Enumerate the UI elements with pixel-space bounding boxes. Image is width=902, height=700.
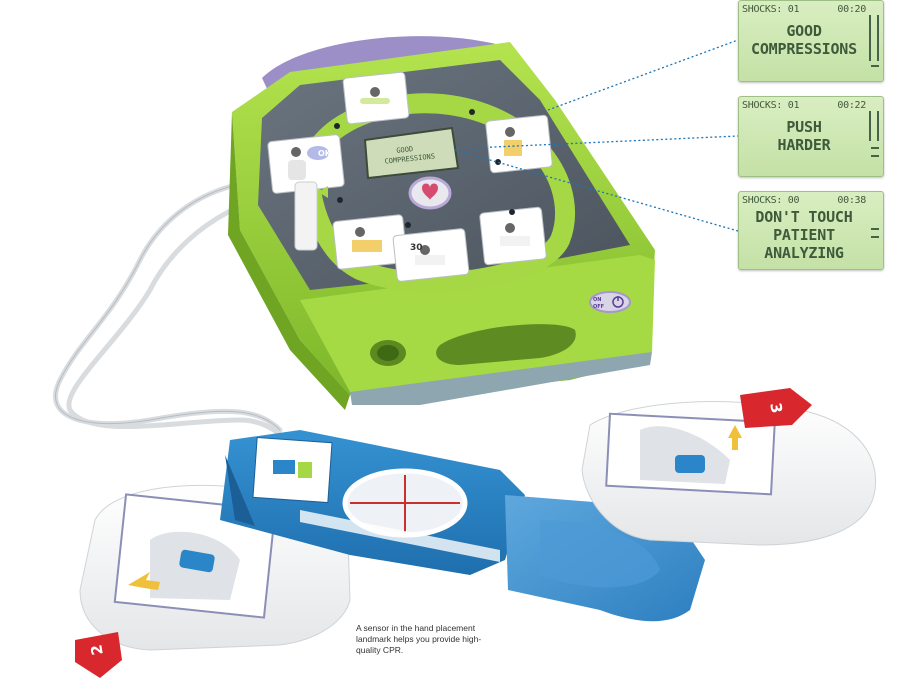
pad-label-2: 2 <box>87 643 107 656</box>
compression-depth-bar <box>869 111 879 141</box>
depth-marker <box>871 147 879 149</box>
message-line: DON'T TOUCH <box>755 208 853 226</box>
shock-count: SHOCKS: 01 <box>742 4 800 15</box>
elapsed-time: 00:38 <box>837 195 866 206</box>
lcd-screen-good-compressions: SHOCKS: 01 00:20 GOOD COMPRESSIONS <box>738 0 884 82</box>
depth-marker <box>871 228 879 230</box>
message-line: PATIENT <box>773 226 835 244</box>
off-label: OFF <box>593 304 604 310</box>
step-number-30: 30 <box>410 243 423 253</box>
elapsed-time: 00:20 <box>837 4 866 15</box>
device-lcd-line-1: GOOD <box>396 145 414 155</box>
lcd-screen-push-harder: SHOCKS: 01 00:22 PUSH HARDER <box>738 96 884 177</box>
electrode-pads: 2 3 <box>75 388 877 678</box>
on-label: ON <box>593 297 601 303</box>
caption-text: A sensor in the hand placement landmark … <box>356 623 482 655</box>
message-line: GOOD <box>786 22 822 40</box>
depth-marker <box>871 155 879 157</box>
pad-label-3: 3 <box>766 401 786 414</box>
compression-depth-bar <box>869 15 879 61</box>
callout-lines <box>454 39 739 232</box>
depth-marker <box>871 65 879 67</box>
message-line: COMPRESSIONS <box>751 40 857 58</box>
message-line: HARDER <box>777 136 831 154</box>
shock-count: SHOCKS: 00 <box>742 195 800 206</box>
aed-device: GOOD COMPRESSIONS 30 OK? <box>228 42 655 410</box>
depth-marker <box>871 236 879 238</box>
elapsed-time: 00:22 <box>837 100 866 111</box>
message-line: ANALYZING <box>764 244 844 262</box>
lcd-screen-dont-touch-patient: SHOCKS: 00 00:38 DON'T TOUCH PATIENT ANAL… <box>738 191 884 270</box>
ok-bubble: OK? <box>318 149 336 158</box>
shock-count: SHOCKS: 01 <box>742 100 800 111</box>
message-line: PUSH <box>786 118 822 136</box>
